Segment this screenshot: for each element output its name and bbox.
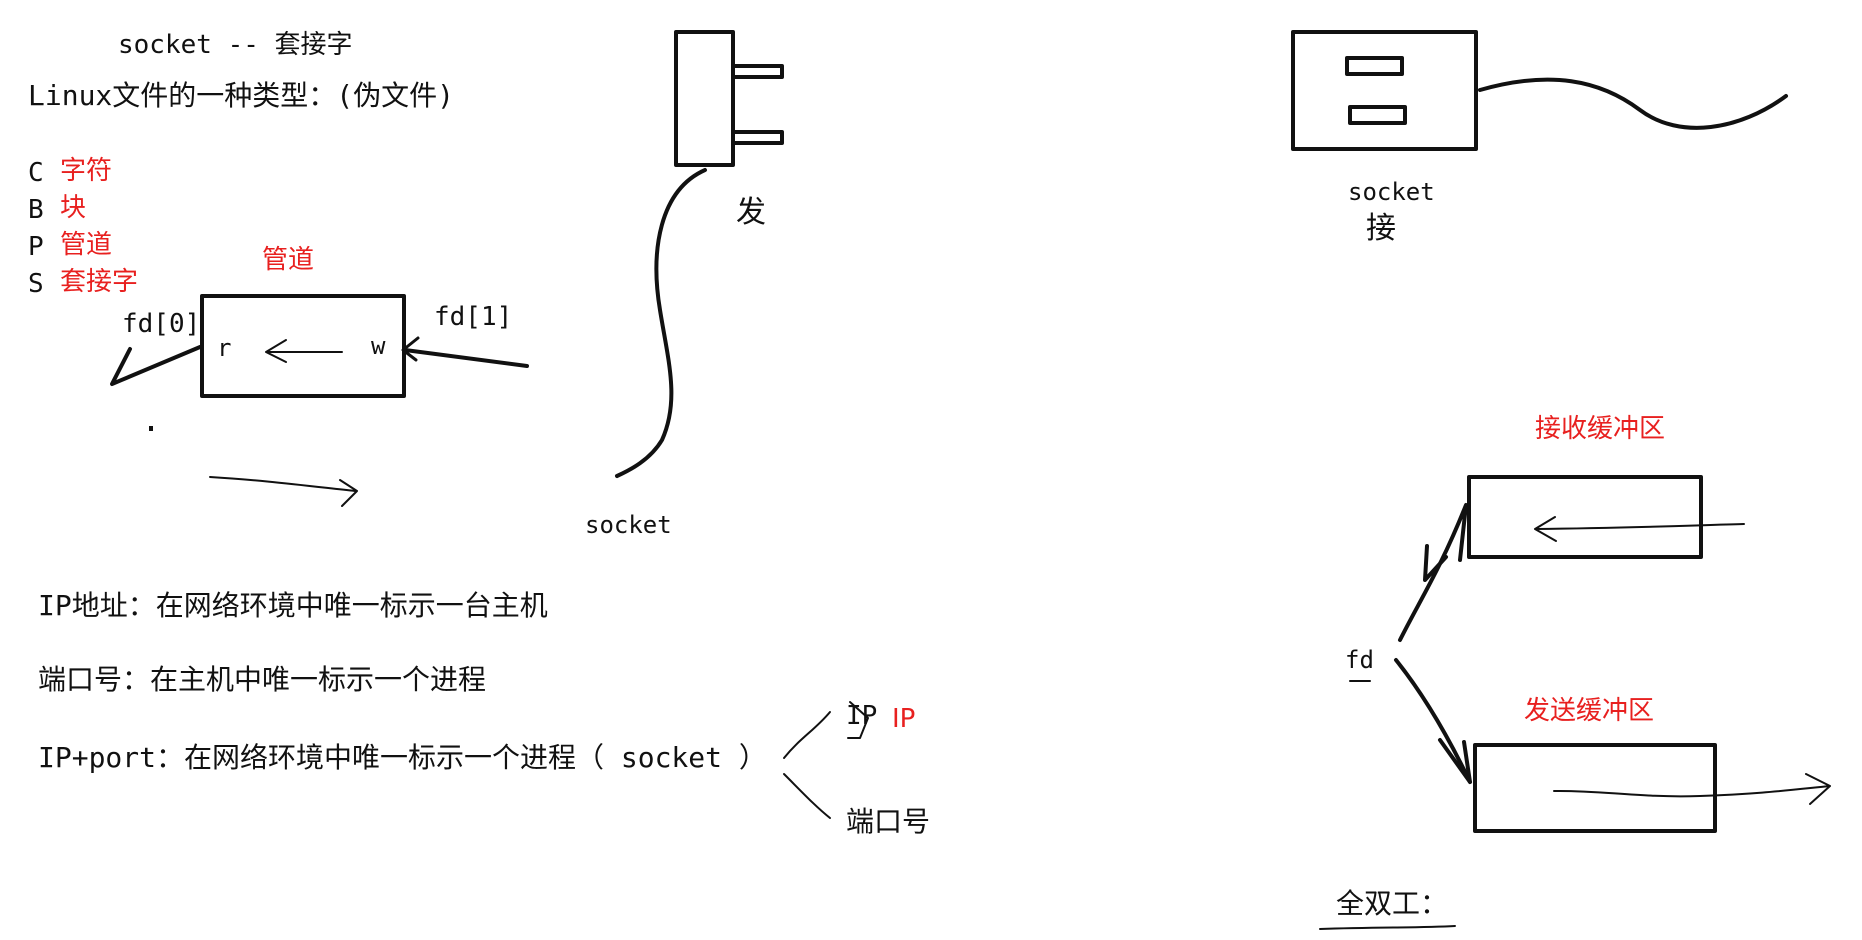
plug-socket-label: socket bbox=[585, 511, 672, 539]
pipe-write-end: w bbox=[371, 332, 386, 360]
file-type-desc-p: 管道 bbox=[60, 230, 113, 260]
fd-to-recv-arrowhead bbox=[1423, 544, 1448, 582]
full-duplex-label: 全双工： bbox=[1336, 887, 1449, 920]
fd-label: fd bbox=[1345, 646, 1374, 674]
plug-prong-top bbox=[731, 64, 784, 79]
ip-port-definition: IP+port：在网络环境中唯一标示一个进程（ socket ） bbox=[38, 741, 767, 774]
file-type-letter-p: P bbox=[28, 232, 44, 262]
port-definition: 端口号：在主机中唯一标示一个进程 bbox=[38, 663, 487, 696]
send-buffer-box bbox=[1473, 743, 1717, 833]
pipe-read-fd: fd[0] bbox=[122, 309, 201, 339]
ip-scribble bbox=[847, 701, 869, 739]
branch-upper-line bbox=[783, 711, 831, 759]
pipe-read-end: r bbox=[217, 334, 232, 362]
pipe-read-line bbox=[110, 345, 202, 386]
pipe-write-line bbox=[403, 348, 529, 368]
file-type-letter-c: C bbox=[28, 158, 44, 188]
fd-to-send-arrowhead bbox=[1438, 738, 1472, 784]
pipe-label: 管道 bbox=[262, 245, 315, 275]
pipe-box bbox=[200, 294, 406, 398]
outlet-cable bbox=[1478, 77, 1788, 130]
plug-body bbox=[674, 30, 735, 167]
recv-buffer-arrow bbox=[1534, 516, 1745, 542]
outlet-slot-top bbox=[1345, 56, 1404, 76]
outlet-slot-bottom bbox=[1348, 105, 1407, 125]
file-type-desc-b: 块 bbox=[60, 193, 87, 223]
recv-buffer-box bbox=[1467, 475, 1703, 559]
socket-title: socket -- 套接字 bbox=[118, 30, 353, 60]
pipe-flow-arrow bbox=[265, 339, 343, 363]
branch-port-label: 端口号 bbox=[846, 805, 931, 838]
ip-definition: IP地址：在网络环境中唯一标示一台主机 bbox=[38, 589, 548, 622]
file-type-desc-s: 套接字 bbox=[60, 267, 139, 297]
branch-ip-label: IP bbox=[892, 704, 916, 734]
plug-cable bbox=[615, 168, 707, 478]
send-buffer-arrow bbox=[1553, 773, 1831, 805]
outlet-recv-label: 接 bbox=[1366, 211, 1396, 246]
send-buffer-label: 发送缓冲区 bbox=[1524, 696, 1655, 726]
outlet-body bbox=[1291, 30, 1478, 151]
pipe-write-fd: fd[1] bbox=[434, 302, 513, 332]
dot-mark bbox=[149, 426, 153, 431]
pipe-write-arrowhead bbox=[401, 336, 420, 362]
plug-prong-bottom bbox=[731, 130, 784, 145]
plug-send-label: 发 bbox=[736, 195, 766, 230]
file-type-desc-c: 字符 bbox=[60, 156, 113, 186]
recv-buffer-label: 接收缓冲区 bbox=[1535, 414, 1666, 444]
fd-to-recv-line bbox=[1398, 503, 1468, 642]
handwritten-arrow bbox=[209, 476, 358, 507]
outlet-socket-label: socket bbox=[1348, 178, 1435, 206]
branch-lower-line bbox=[783, 773, 831, 819]
file-type-letter-s: S bbox=[28, 269, 44, 299]
linux-file-type-note: Linux文件的一种类型：(伪文件) bbox=[28, 79, 455, 112]
full-duplex-underline bbox=[1319, 925, 1456, 930]
fd-to-send-line bbox=[1394, 658, 1472, 784]
file-type-letter-b: B bbox=[28, 195, 44, 225]
branch-ip-handwritten: IP bbox=[846, 701, 878, 731]
